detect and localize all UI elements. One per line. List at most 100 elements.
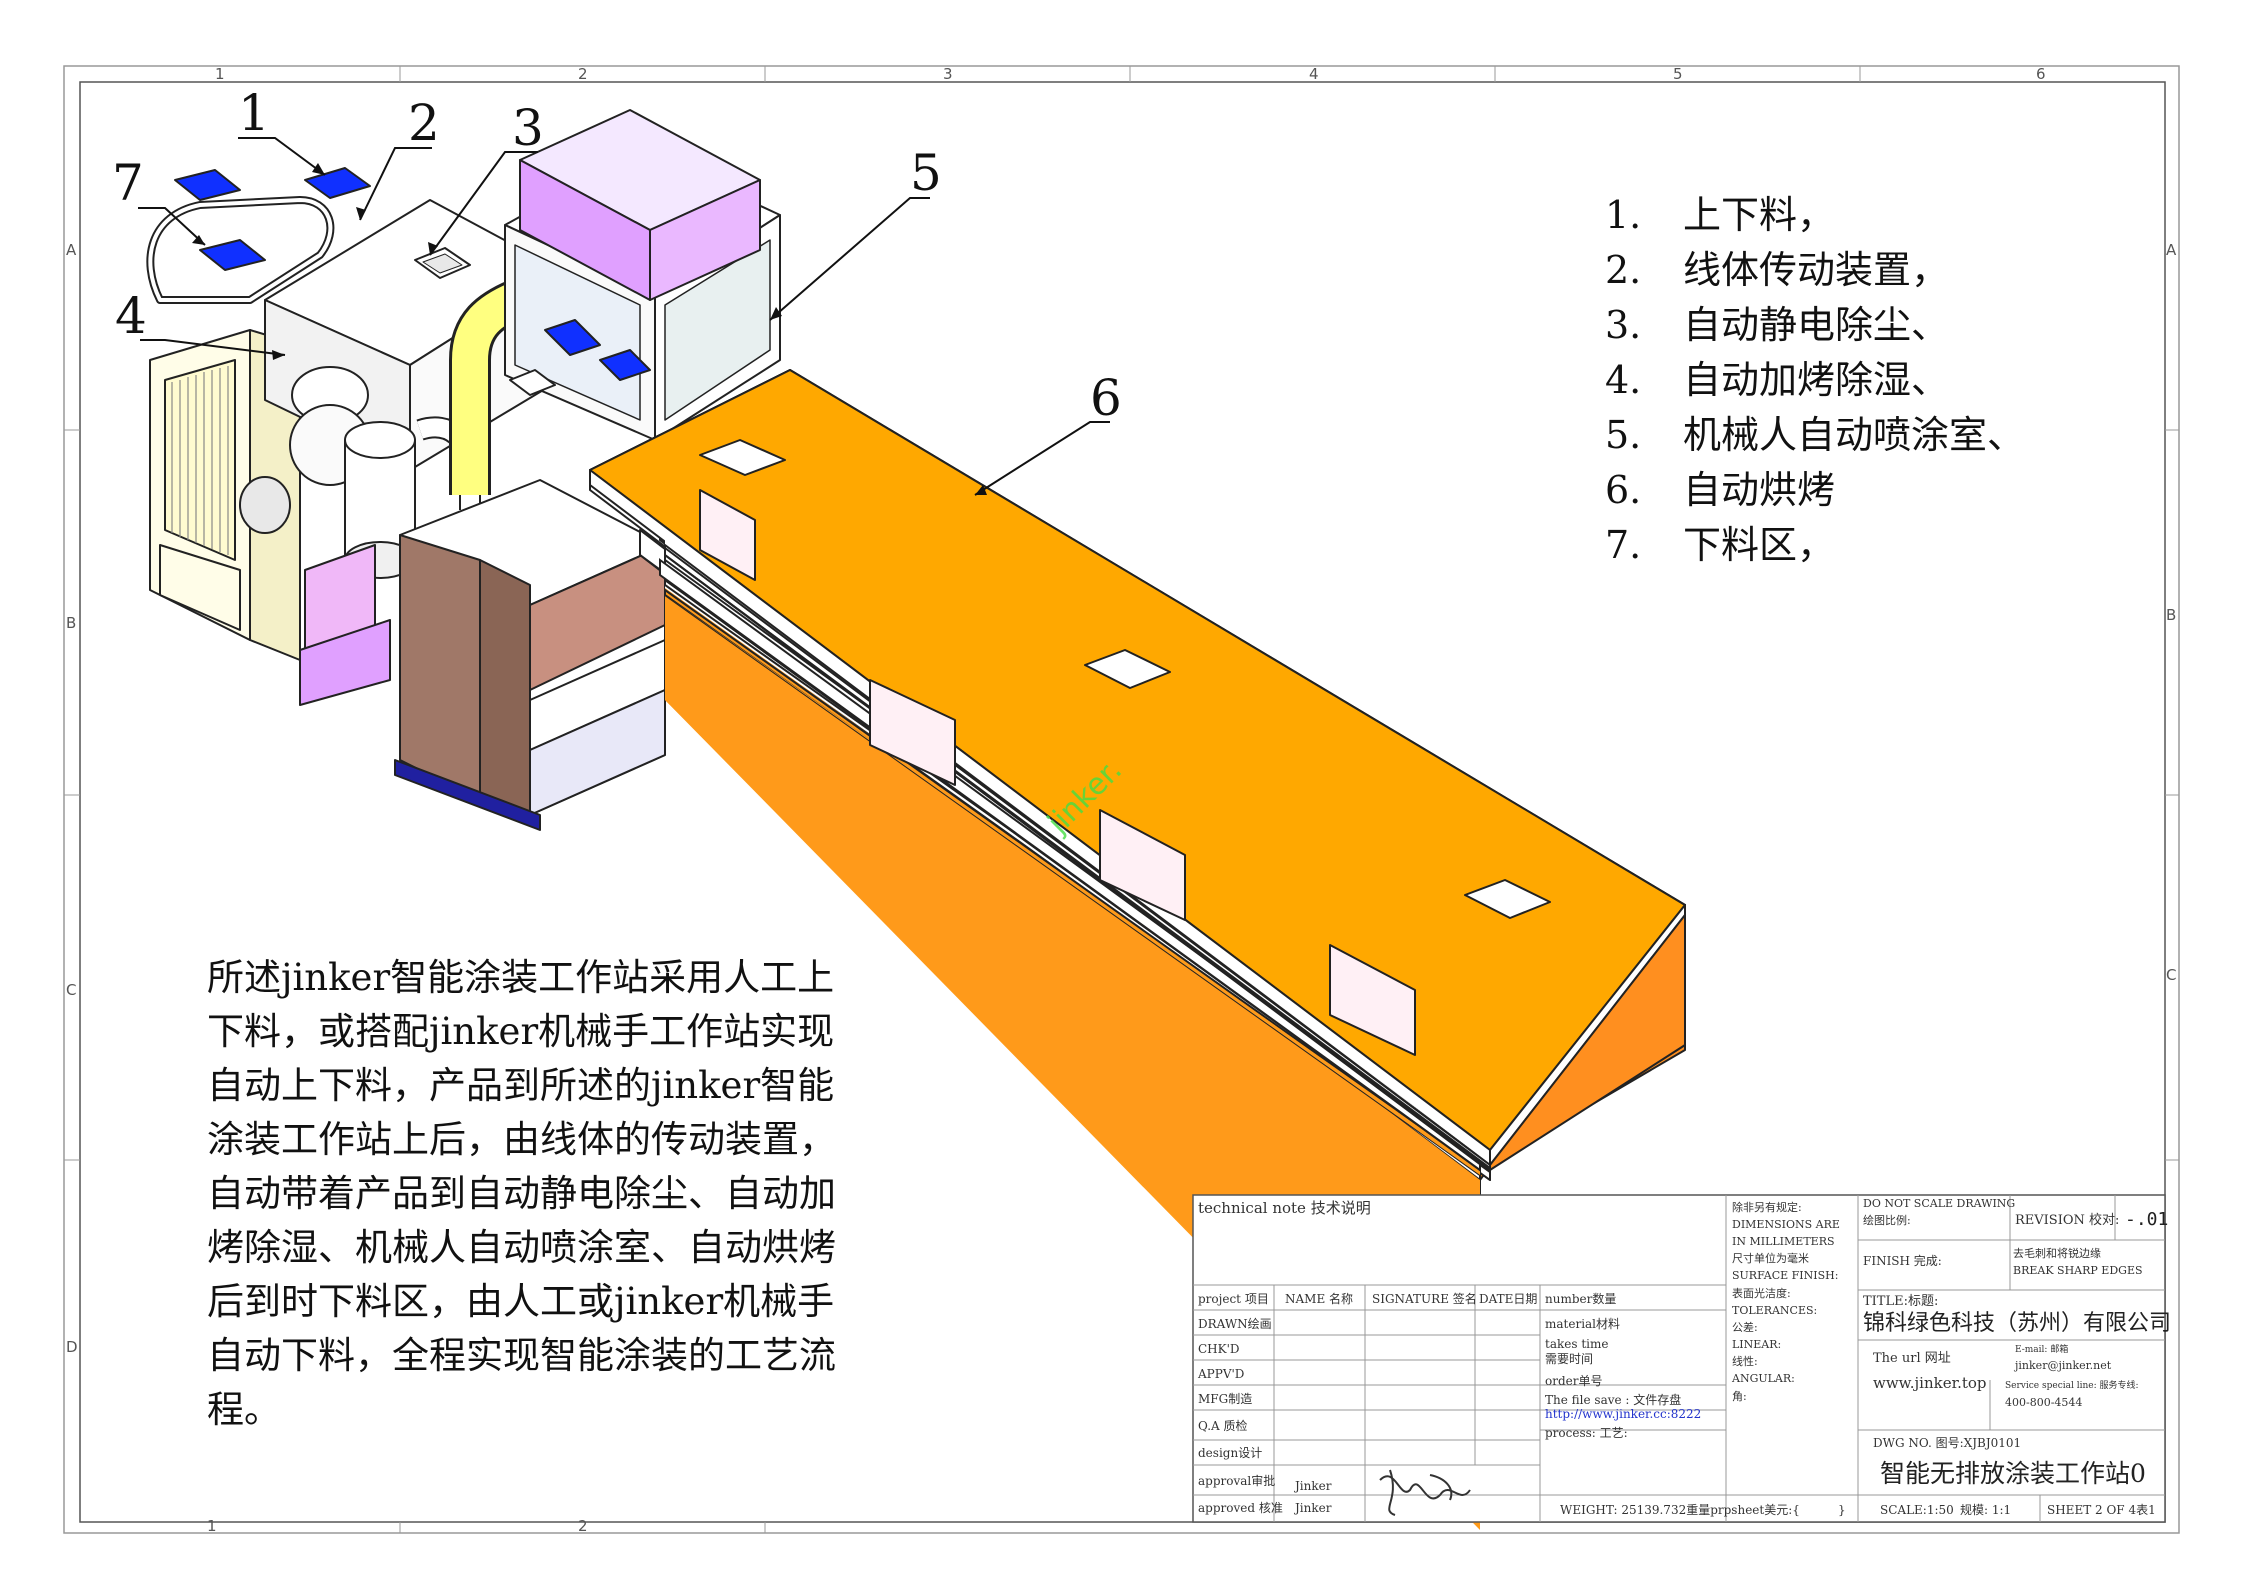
inner-frame	[79, 81, 2166, 1523]
no-scale-label: DO NOT SCALE DRAWING	[1863, 1197, 2015, 1210]
title-label: TITLE:标题:	[1863, 1294, 1938, 1309]
file-save-url[interactable]: http://www.jinker.cc:8222	[1545, 1407, 1701, 1421]
description-line-5: 自动带着产品到自动静电除尘、自动加	[207, 1172, 836, 1215]
water-treatment-block	[394, 479, 666, 831]
description-text: 所述jinker智能涂装工作站采用人工上 下料，或搭配jinker机械手工作站实…	[207, 956, 836, 1431]
legend-text-6: 自动烘烤	[1683, 468, 1835, 512]
signature	[1379, 1469, 1471, 1516]
oven-wall-solid	[665, 590, 1480, 1172]
row-approved: approved 核准	[1198, 1501, 1283, 1515]
description-line-8: 自动下料，全程实现智能涂装的工艺流	[207, 1334, 836, 1377]
zone-left-c: C	[66, 981, 76, 999]
dims-line-1: 除非另有规定:	[1732, 1200, 1802, 1214]
blue-pad	[174, 169, 241, 201]
process-label: process: 工艺:	[1545, 1426, 1628, 1440]
grille-panel	[164, 359, 236, 561]
deburr-en: BREAK SHARP EDGES	[2013, 1264, 2143, 1277]
takes-time-label: takes time	[1545, 1337, 1608, 1351]
row-qa: Q.A 质检	[1198, 1418, 1248, 1433]
url-label: The url 网址	[1873, 1351, 1951, 1366]
service-label: Service special line: 服务专线:	[2005, 1379, 2139, 1391]
zone-right-b: B	[2166, 606, 2176, 624]
blue-pad	[304, 167, 371, 199]
zone-bottom-1: 1	[207, 1517, 217, 1535]
legend-num-7: 7.	[1605, 523, 1641, 567]
description-line-2: 下料，或搭配jinker机械手工作站实现	[207, 1010, 834, 1053]
row-mfg: MFG制造	[1198, 1392, 1252, 1406]
file-save-label: The file save : 文件存盘	[1545, 1392, 1681, 1407]
oven-orange-wall	[665, 595, 1480, 1175]
description-line-3: 自动上下料，产品到所述的jinker智能	[207, 1064, 834, 1107]
description-line-6: 烤除湿、机械人自动喷涂室、自动烘烤	[207, 1226, 836, 1269]
roof-vent	[1464, 879, 1551, 919]
dims-line-11: ANGULAR:	[1731, 1372, 1795, 1385]
legend-num-4: 4.	[1605, 358, 1641, 402]
zone-left-d: D	[66, 1338, 78, 1356]
loading-cabinet	[149, 329, 301, 661]
roof-vent	[699, 439, 786, 476]
callouts: 1 2 3 4 5 6 7	[112, 84, 1122, 427]
legend-num-5: 5.	[1605, 413, 1641, 457]
zone-bottom-2: 2	[578, 1517, 588, 1535]
zone-top-6: 6	[2036, 65, 2046, 83]
oven-details	[699, 439, 1551, 1056]
phone-value: 400-800-4544	[2005, 1396, 2082, 1409]
description-line-9: 程。	[207, 1388, 281, 1431]
scale-value: SCALE:1:50	[1880, 1503, 1954, 1517]
blue-pad	[199, 239, 266, 271]
dims-line-5: SURFACE FINISH:	[1732, 1269, 1838, 1282]
zone-top-1: 1	[215, 65, 225, 83]
legend-text-1: 上下料，	[1683, 193, 1835, 237]
dims-line-6: 表面光洁度:	[1732, 1286, 1791, 1300]
dwg-number: DWG NO. 图号:XJBJ0101	[1873, 1436, 2021, 1450]
legend-text-4: 自动加烤除湿、	[1683, 358, 1949, 402]
row-approval: approval审批	[1198, 1473, 1275, 1488]
dims-line-8: 公差:	[1732, 1320, 1758, 1334]
legend-text-7: 下料区，	[1683, 523, 1835, 567]
company-name: 锦科绿色科技（苏州）有限公司	[1863, 1311, 2171, 1336]
material-label: material材料	[1545, 1317, 1620, 1331]
legend-num-6: 6.	[1605, 468, 1641, 512]
weight-close: }	[1838, 1503, 1846, 1517]
approval-name: Jinker	[1293, 1479, 1332, 1493]
conveyor-loop	[146, 167, 371, 304]
dims-line-12: 角:	[1732, 1390, 1747, 1403]
callout-6: 6	[1090, 369, 1122, 427]
roof-vent	[1084, 649, 1171, 689]
dims-line-2: DIMENSIONS ARE	[1732, 1218, 1840, 1231]
oven-window	[1329, 944, 1416, 1056]
deburr-cn: 去毛刺和将锐边缘	[2013, 1246, 2101, 1260]
row-drawn: DRAWN绘画	[1198, 1316, 1272, 1331]
email-value[interactable]: jinker@jinker.net	[2013, 1359, 2112, 1372]
drawing-title: 智能无排放涂装工作站0	[1880, 1459, 2146, 1488]
header-date: DATE日期	[1479, 1292, 1537, 1306]
blue-pad	[544, 319, 601, 356]
callout-2: 2	[408, 94, 440, 152]
title-block: technical note 技术说明 project 项目 NAME 名称 S…	[1192, 1194, 2171, 1523]
url-value[interactable]: www.jinker.top	[1873, 1374, 1987, 1392]
dims-line-3: IN MILLIMETERS	[1732, 1235, 1835, 1248]
legend-list: 1. 上下料， 2. 线体传动装置， 3. 自动静电除尘、 4. 自动加烤除湿、…	[1605, 193, 2025, 567]
description-line-4: 涂装工作站上后，由线体的传动装置，	[207, 1118, 836, 1161]
legend-num-2: 2.	[1605, 248, 1641, 292]
zone-top-4: 4	[1309, 65, 1319, 83]
row-design: design设计	[1198, 1446, 1262, 1460]
header-name: NAME 名称	[1285, 1291, 1353, 1306]
zone-top-5: 5	[1673, 65, 1683, 83]
oven-window	[699, 489, 756, 581]
description-line-1: 所述jinker智能涂装工作站采用人工上	[207, 956, 834, 999]
zone-left-a: A	[66, 241, 77, 259]
blue-pad	[599, 349, 651, 381]
zone-top-3: 3	[943, 65, 953, 83]
callout-3: 3	[512, 99, 544, 157]
callout-1: 1	[238, 84, 270, 142]
robot-spray-booth	[504, 109, 781, 441]
legend-num-3: 3.	[1605, 303, 1641, 347]
leader-lines	[138, 137, 1110, 496]
dims-line-9: LINEAR:	[1732, 1338, 1781, 1351]
zone-right-a: A	[2166, 241, 2177, 259]
finish-label: FINISH 完成:	[1863, 1253, 1942, 1268]
header-signature: SIGNATURE 签名	[1372, 1291, 1477, 1306]
arrowheads	[192, 163, 987, 495]
